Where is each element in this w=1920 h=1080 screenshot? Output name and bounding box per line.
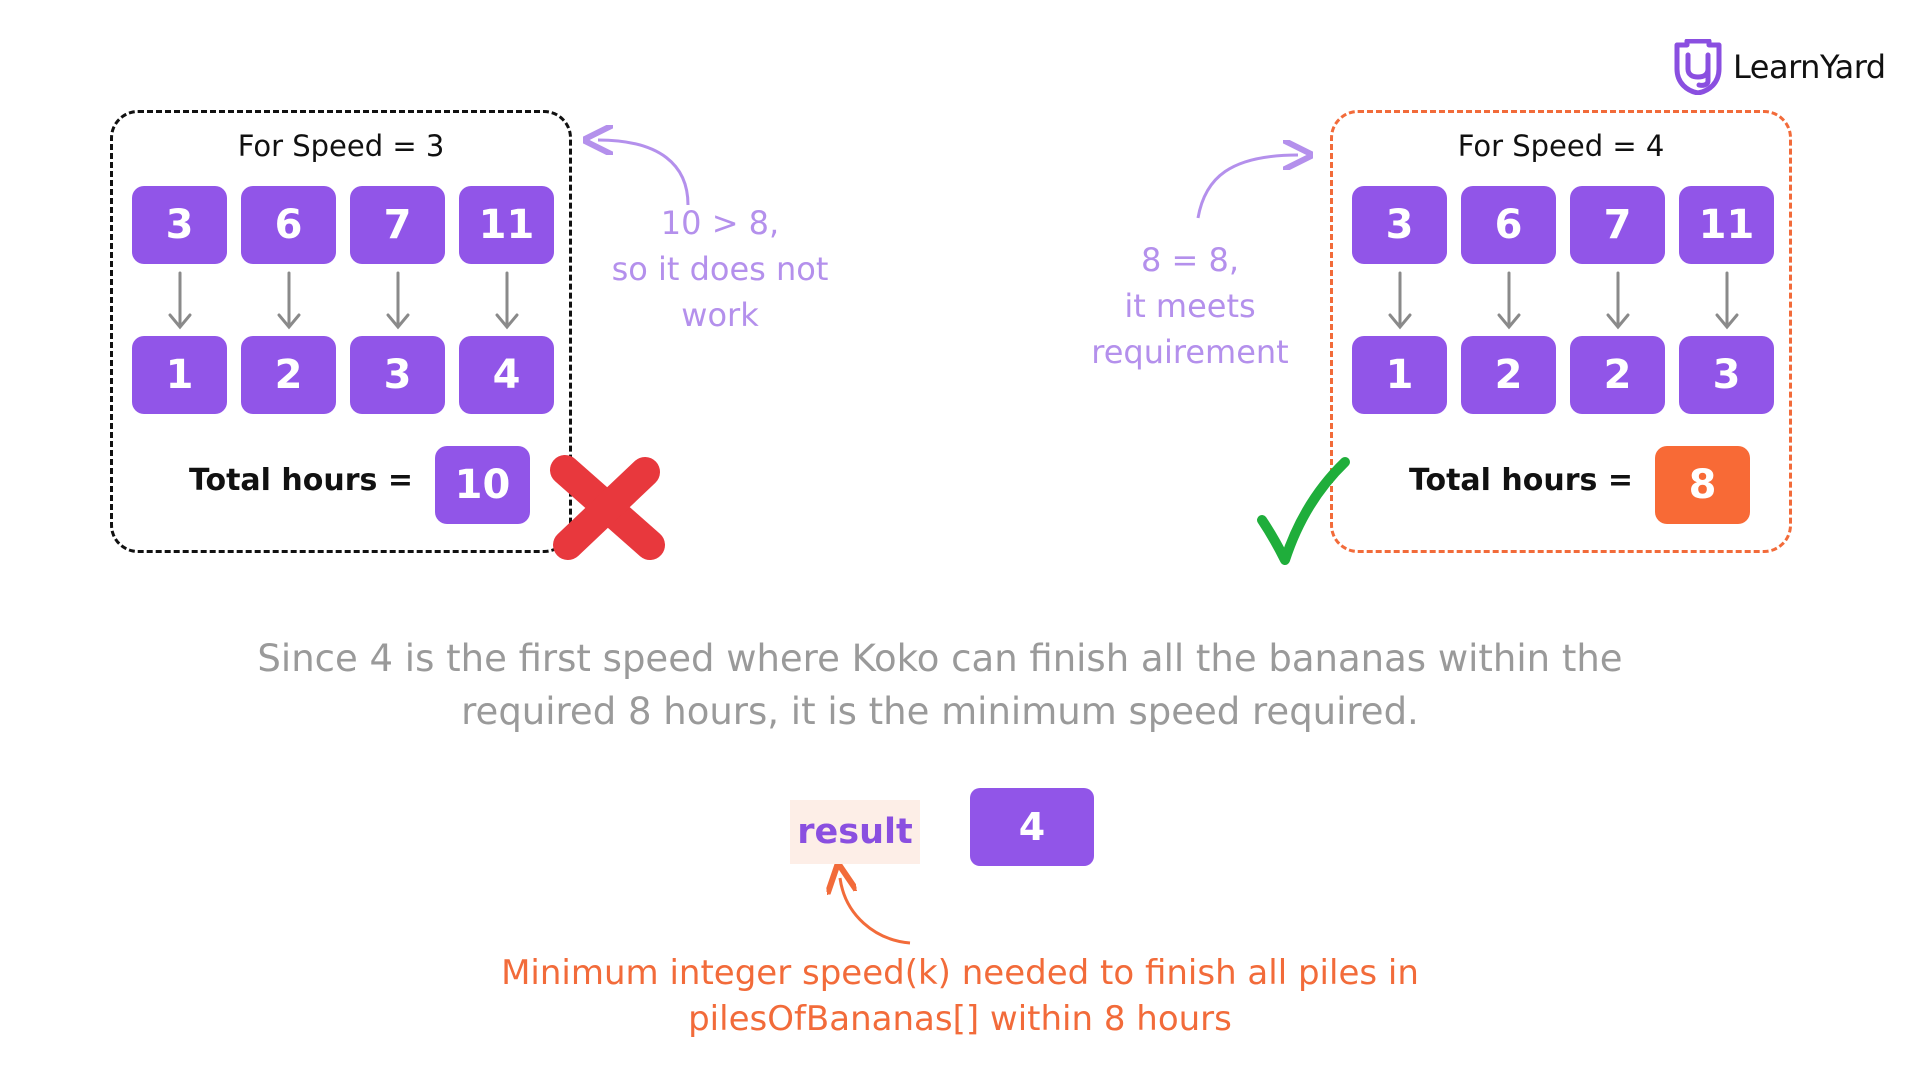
result-label: result: [790, 800, 920, 864]
green-check-icon: [1257, 457, 1350, 565]
note-line: work: [681, 296, 759, 334]
note-line: so it does not: [611, 250, 829, 288]
arrow-down-icon: [1388, 271, 1412, 330]
note-line: it meets: [1124, 287, 1256, 325]
footnote-line: Minimum integer speed(k) needed to finis…: [501, 953, 1419, 993]
result-pointer-arrow: [840, 878, 911, 945]
logo-text: LearnYard: [1733, 48, 1886, 86]
total-hours-label: Total hours =: [1409, 463, 1633, 498]
total-hours-value: 8: [1655, 446, 1750, 524]
arrow-down-icon: [277, 271, 301, 330]
hours-tile: 3: [350, 336, 445, 414]
red-cross-icon: [550, 455, 665, 560]
hours-tile: 4: [459, 336, 554, 414]
learnyard-logo: LearnYard: [1673, 38, 1886, 96]
pile-tile: 3: [132, 186, 227, 264]
pile-tile: 11: [1679, 186, 1774, 264]
arrow-down-icon: [1715, 271, 1739, 330]
pile-tile: 7: [350, 186, 445, 264]
left-note: 10 > 8, so it does not work: [590, 200, 850, 338]
arrow-down-icon: [1497, 271, 1521, 330]
arrow-down-icon: [1606, 271, 1630, 330]
panel-title: For Speed = 3: [237, 129, 445, 163]
pile-tile: 6: [241, 186, 336, 264]
summary-line: Since 4 is the first speed where Koko ca…: [257, 637, 1623, 680]
hours-tile: 2: [1461, 336, 1556, 414]
total-hours-value: 10: [435, 446, 530, 524]
pile-tile: 3: [1352, 186, 1447, 264]
note-line: 8 = 8,: [1140, 241, 1240, 279]
total-hours-label: Total hours =: [189, 463, 413, 498]
panel-title: For Speed = 4: [1457, 129, 1665, 163]
footnote-line: pilesOfBananas[] within 8 hours: [688, 999, 1232, 1039]
arrow-down-icon: [168, 271, 192, 330]
hours-tile: 3: [1679, 336, 1774, 414]
learnyard-logo-icon: [1674, 39, 1722, 95]
result-value: 4: [970, 788, 1094, 866]
arrow-down-icon: [495, 271, 519, 330]
hours-tile: 1: [1352, 336, 1447, 414]
pile-tile: 11: [459, 186, 554, 264]
summary-text: Since 4 is the first speed where Koko ca…: [200, 632, 1680, 738]
curved-arrow-left: [598, 140, 690, 206]
summary-line: required 8 hours, it is the minimum spee…: [461, 690, 1419, 733]
speed-4-panel: For Speed = 4 3 6 7 11 1 2 2 3 Total hou…: [1330, 110, 1792, 553]
curved-arrow-right: [1196, 155, 1298, 219]
note-line: requirement: [1091, 333, 1289, 371]
hours-tile: 2: [1570, 336, 1665, 414]
result-footnote: Minimum integer speed(k) needed to finis…: [360, 950, 1560, 1042]
speed-3-panel: For Speed = 3 3 6 7 11 1 2 3 4 Total hou…: [110, 110, 572, 553]
pile-tile: 6: [1461, 186, 1556, 264]
arrow-down-icon: [386, 271, 410, 330]
right-note: 8 = 8, it meets requirement: [1060, 237, 1320, 375]
note-line: 10 > 8,: [660, 204, 780, 242]
hours-tile: 2: [241, 336, 336, 414]
pile-tile: 7: [1570, 186, 1665, 264]
hours-tile: 1: [132, 336, 227, 414]
